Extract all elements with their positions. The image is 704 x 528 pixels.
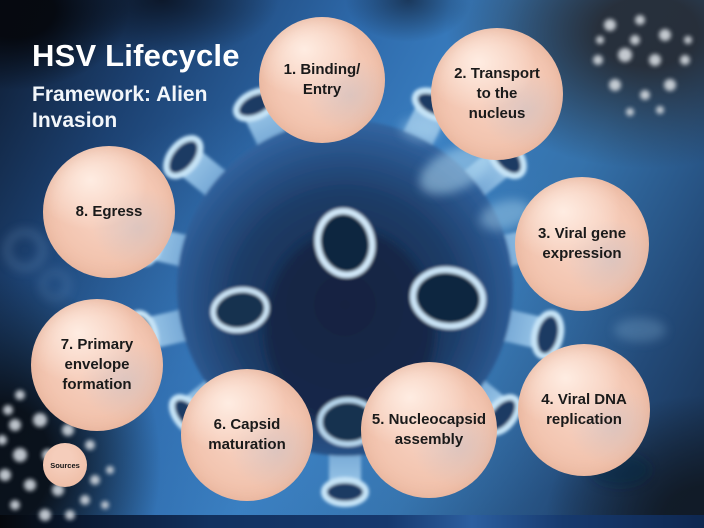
page-title: HSV Lifecycle [32, 38, 240, 73]
sources-label: Sources [50, 460, 80, 470]
step-label: 6. Capsid maturation [208, 416, 286, 453]
step-circle-1-binding-entry[interactable]: 1. Binding/ Entry [259, 17, 385, 143]
step-label: 4. Viral DNA replication [541, 391, 627, 428]
step-circle-2-transport-to-nucleus[interactable]: 2. Transport to the nucleus [431, 28, 563, 160]
bottom-bar [0, 515, 704, 528]
step-circle-3-viral-gene-expression[interactable]: 3. Viral gene expression [515, 177, 649, 311]
step-label: 5. Nucleocapsid assembly [371, 411, 487, 448]
step-label: 1. Binding/ Entry [283, 61, 361, 98]
step-circle-4-viral-dna-replication[interactable]: 4. Viral DNA replication [518, 344, 650, 476]
step-circle-8-egress[interactable]: 8. Egress [43, 146, 175, 278]
step-circle-6-capsid-maturation[interactable]: 6. Capsid maturation [181, 369, 313, 501]
step-label: 8. Egress [75, 203, 143, 221]
step-circle-5-nucleocapsid-assembly[interactable]: 5. Nucleocapsid assembly [361, 362, 497, 498]
step-circle-7-primary-envelope-formation[interactable]: 7. Primary envelope formation [31, 299, 163, 431]
page-subtitle: Framework: Alien Invasion [32, 83, 208, 132]
foreground-wisps [4, 118, 666, 486]
virus-cluster-top-right [593, 15, 692, 116]
step-label: 3. Viral gene expression [537, 225, 627, 262]
step-label: 7. Primary envelope formation [60, 336, 134, 393]
step-label: 2. Transport to the nucleus [454, 65, 540, 122]
sources-button[interactable]: Sources [43, 443, 87, 487]
